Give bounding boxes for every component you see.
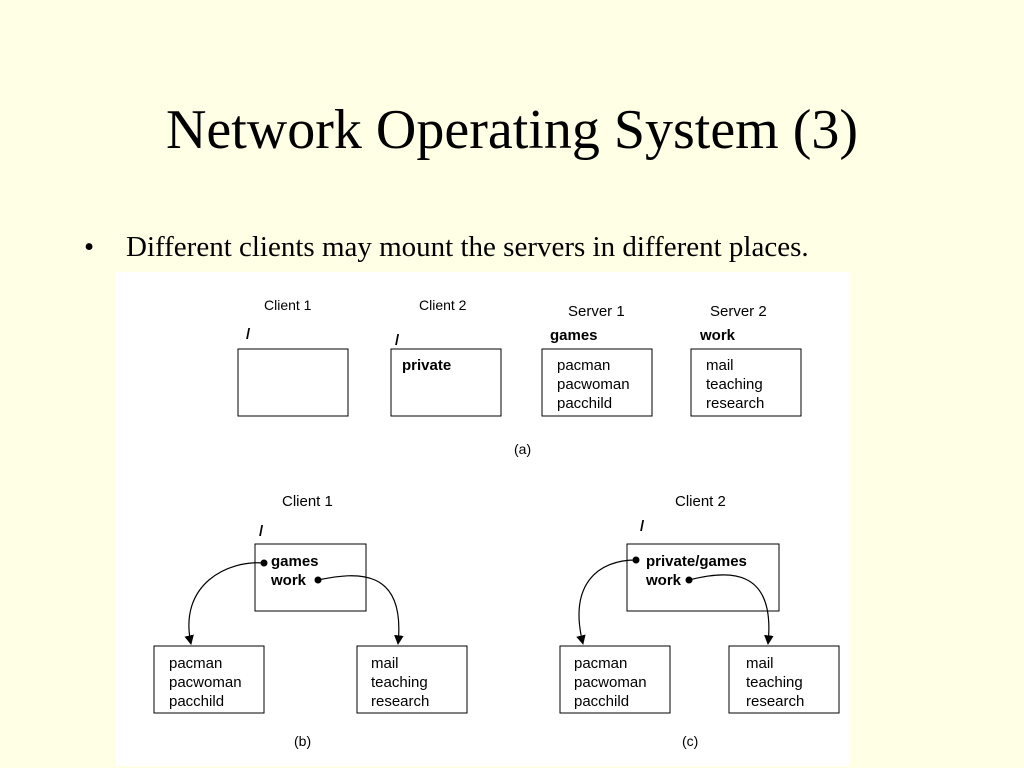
slide-title: Network Operating System (3) [165, 99, 859, 161]
client1-box [237, 348, 349, 417]
server1-box [153, 645, 265, 714]
mount-work: work [270, 572, 307, 589]
server2-item: mail [706, 357, 734, 374]
server2-item: mail [371, 655, 399, 672]
server1-item: pacwoman [169, 674, 242, 691]
panel-b: Client 1 / games work pacman pacwoman pa… [153, 493, 468, 749]
mount-arrow-work [688, 574, 774, 645]
server2-item: teaching [371, 674, 428, 691]
server1-item: pacchild [574, 693, 629, 710]
server2-item: teaching [706, 376, 763, 393]
server1-item: pacman [574, 655, 627, 672]
server2-item: research [746, 693, 804, 710]
server1-item: pacchild [169, 693, 224, 710]
panel-c: Client 2 / private/games work pacman pac… [559, 493, 840, 749]
server2-item: mail [746, 655, 774, 672]
server1-box [559, 645, 671, 714]
server1-item: pacchild [557, 395, 612, 412]
mount-private-games: private/games [646, 553, 747, 570]
client2-box [626, 543, 780, 612]
client2-header: Client 2 [675, 493, 726, 510]
mount-arrow-games [576, 559, 637, 645]
mount-diagram-svg: Client 1 / Client 2 / private Server 1 g… [153, 297, 840, 749]
mount-work: work [645, 572, 682, 589]
bullet-marker: • [84, 231, 95, 263]
server2-item: teaching [746, 674, 803, 691]
mount-arrow-work [317, 575, 404, 645]
mount-diagram: Client 1 / Client 2 / private Server 1 g… [116, 272, 850, 766]
client1-header: Client 1 [264, 297, 312, 313]
client2-private: private [402, 357, 451, 374]
server2-item: research [371, 693, 429, 710]
server2-box [690, 348, 802, 417]
client2-root: / [640, 518, 645, 535]
panel-a: Client 1 / Client 2 / private Server 1 g… [237, 297, 802, 457]
client1-box [254, 543, 367, 612]
server1-item: pacman [557, 357, 610, 374]
mount-games: games [271, 553, 319, 570]
bullet-text: Different clients may mount the servers … [126, 231, 809, 263]
client2-root: / [395, 332, 400, 349]
server1-header: Server 1 [568, 303, 625, 320]
server2-box [728, 645, 840, 714]
client2-box [390, 348, 502, 417]
caption-b: (b) [294, 733, 311, 749]
caption-a: (a) [514, 441, 531, 457]
client1-root: / [259, 523, 264, 540]
mount-arrow-games [184, 562, 265, 645]
bullet-item: • Different clients may mount the servers… [84, 231, 809, 264]
server2-dir: work [699, 327, 736, 344]
client1-root: / [246, 326, 251, 343]
caption-c: (c) [682, 733, 698, 749]
client1-header: Client 1 [282, 493, 333, 510]
server1-item: pacwoman [557, 376, 630, 393]
server2-box [356, 645, 468, 714]
client2-header: Client 2 [419, 297, 467, 313]
server1-item: pacwoman [574, 674, 647, 691]
server2-item: research [706, 395, 764, 412]
server1-box [541, 348, 653, 417]
server2-header: Server 2 [710, 303, 767, 320]
server1-dir: games [550, 327, 598, 344]
server1-item: pacman [169, 655, 222, 672]
